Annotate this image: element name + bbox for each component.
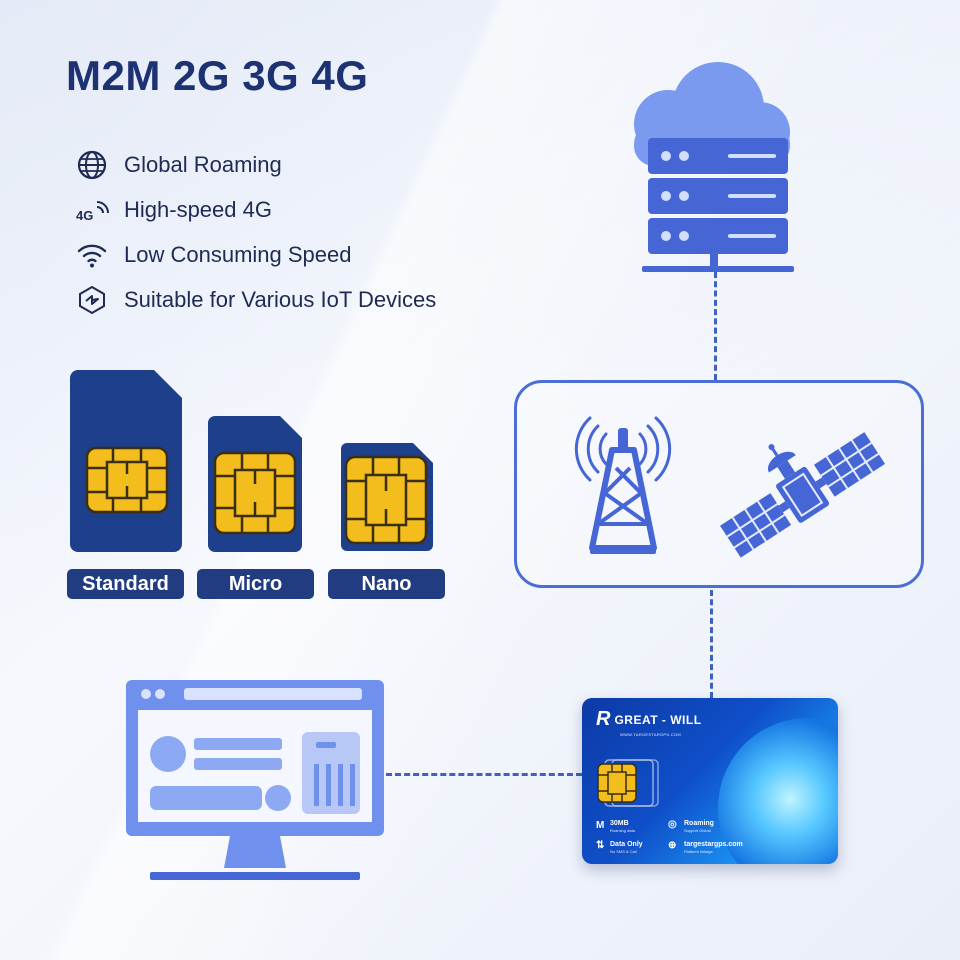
- sim-chip-icon: [85, 446, 169, 514]
- satellite-icon: [712, 418, 892, 570]
- brand-name: GREAT - WILL: [614, 712, 702, 727]
- connector-network-to-simcard: [710, 590, 713, 698]
- data-amount-icon: M: [596, 820, 605, 831]
- roaming-sub: Support Global: [684, 828, 711, 833]
- sim-card-standard: [70, 370, 182, 552]
- iot-device-icon: [74, 282, 110, 318]
- data-amount: 30MB: [610, 820, 629, 827]
- feature-label: Low Consuming Speed: [124, 241, 352, 267]
- website-icon: ⊕: [668, 840, 677, 851]
- sim-card-micro: [208, 416, 302, 552]
- spec-data-only: Data Only No SMS & Call: [610, 841, 643, 856]
- computer-dashboard-icon: [124, 678, 386, 884]
- data-transfer-icon: ⇅: [596, 840, 605, 851]
- spec-data-amount: 30MB Roaming data: [610, 820, 635, 835]
- data-amount-sub: Roaming data: [610, 828, 635, 833]
- feature-item-global-roaming: Global Roaming: [74, 142, 436, 187]
- brand-logo-letter: R: [596, 708, 611, 730]
- feature-label: Global Roaming: [124, 151, 282, 177]
- branded-sim-card: R GREAT - WILL WWW.TARGESTARGPS.COM M 30…: [582, 698, 838, 864]
- sim-size-label-micro: Micro: [197, 569, 314, 599]
- sim-size-label-nano: Nano: [328, 569, 445, 599]
- 4g-signal-icon: 4G: [74, 192, 110, 228]
- wifi-icon: [74, 237, 110, 273]
- website-sub: Platform linkage: [684, 849, 713, 854]
- website: targestargps.com: [684, 841, 743, 848]
- feature-item-low-consuming: Low Consuming Speed: [74, 232, 436, 277]
- brand-url: WWW.TARGESTARGPS.COM: [620, 732, 681, 737]
- data-only-sub: No SMS & Call: [610, 849, 637, 854]
- svg-text:4G: 4G: [76, 208, 93, 223]
- feature-label: Suitable for Various IoT Devices: [124, 286, 437, 312]
- spec-website: targestargps.com Platform linkage: [684, 841, 743, 856]
- roaming-icon: ◎: [668, 819, 677, 830]
- server-rack: [642, 138, 794, 272]
- sim-chip-icon: [344, 455, 428, 545]
- feature-item-iot: Suitable for Various IoT Devices: [74, 277, 436, 322]
- page-title: M2M 2G 3G 4G: [66, 52, 369, 99]
- sim-chip-icon: [596, 758, 660, 813]
- roaming-title: Roaming: [684, 820, 714, 827]
- data-only-title: Data Only: [610, 841, 643, 848]
- brand-logo: R GREAT - WILL: [596, 708, 702, 731]
- sim-card-nano: [341, 443, 433, 551]
- cloud-server-icon: [618, 56, 798, 276]
- sim-size-label-standard: Standard: [67, 569, 184, 599]
- feature-label: High-speed 4G: [124, 196, 272, 222]
- sim-chip-icon: [213, 451, 297, 535]
- cell-tower-icon: [568, 414, 678, 564]
- connector-monitor-to-simcard: [386, 773, 582, 776]
- spec-roaming: Roaming Support Global: [684, 820, 714, 835]
- feature-list: Global Roaming 4G High-speed 4G Low Cons…: [74, 142, 436, 322]
- network-box: [514, 380, 924, 588]
- globe-icon: [74, 147, 110, 183]
- feature-item-high-speed: 4G High-speed 4G: [74, 187, 436, 232]
- connector-server-to-network: [714, 272, 717, 380]
